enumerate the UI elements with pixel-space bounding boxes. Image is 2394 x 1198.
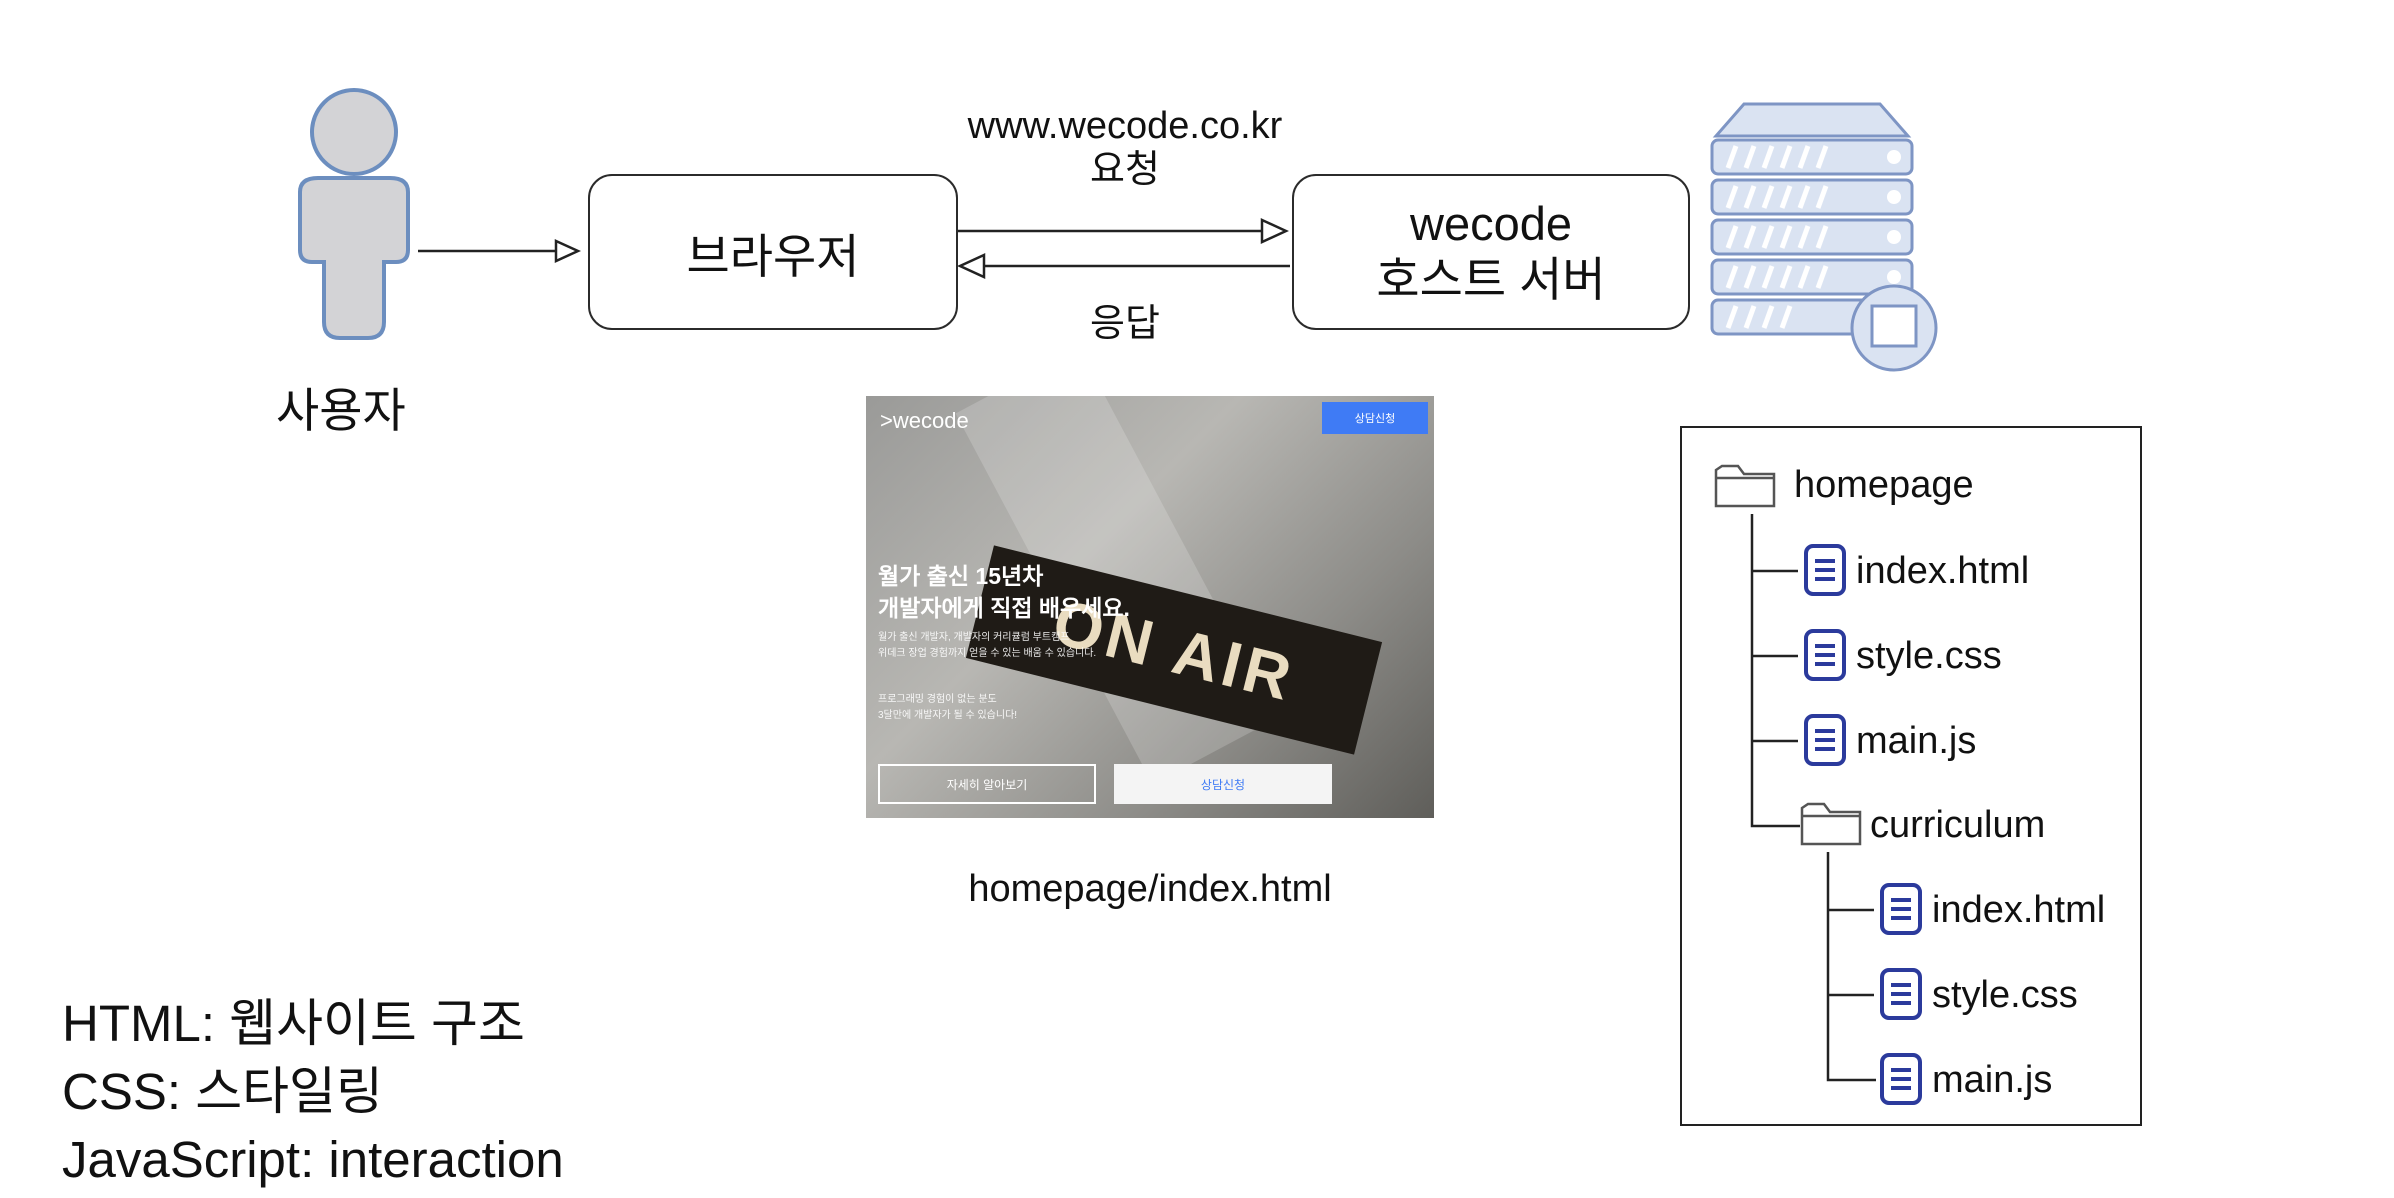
response-arrow	[956, 253, 1290, 279]
server-name: wecode	[1410, 197, 1572, 250]
file-icon	[1804, 544, 1846, 596]
browser-label: 브라우저	[686, 229, 860, 283]
file-icon	[1880, 1053, 1922, 1105]
server-icon	[1710, 102, 1938, 372]
file-icon	[1880, 968, 1922, 1020]
file-icon	[1880, 883, 1922, 935]
hero-headline-line1: 월가 출신 15년차	[878, 563, 1044, 589]
file-icon	[1804, 714, 1846, 766]
request-text: 요청	[1090, 149, 1160, 191]
server-node: wecode 호스트 서버	[1292, 174, 1690, 330]
tree-subfile[interactable]: index.html	[1932, 889, 2106, 931]
server-desc: 호스트 서버	[1376, 253, 1606, 306]
hero-body-line4: 3달만에 개발자가 될 수 있습니다!	[878, 710, 1018, 721]
screenshot-caption: homepage/index.html	[968, 868, 1332, 910]
request-url: www.wecode.co.kr	[967, 105, 1283, 147]
request-label: www.wecode.co.kr 요청	[958, 104, 1292, 192]
hero-body-line1: 월가 출신 개발자, 개발자의 커리큘럼 부트캠프	[878, 632, 1070, 643]
website-screenshot: ON AIR >wecode 상담신청 월가 출신 15년차 개발자에게 직접 …	[866, 396, 1434, 818]
request-arrow	[956, 218, 1290, 244]
legend-js: JavaScript: interaction	[62, 1131, 564, 1188]
file-icon	[1804, 629, 1846, 681]
consult-top-button[interactable]: 상담신청	[1322, 402, 1428, 434]
site-logo[interactable]: >wecode	[880, 408, 969, 433]
folder-icon	[1800, 802, 1862, 846]
hero-headline: 월가 출신 15년차 개발자에게 직접 배우세요.	[878, 560, 1130, 624]
tree-subfile[interactable]: style.css	[1932, 974, 2078, 1016]
legend: HTML: 웹사이트 구조 CSS: 스타일링 JavaScript: inte…	[62, 990, 564, 1194]
apply-button[interactable]: 상담신청	[1114, 764, 1332, 804]
legend-html: HTML: 웹사이트 구조	[62, 995, 525, 1052]
tree-subfile[interactable]: main.js	[1932, 1059, 2053, 1101]
tree-root-folder[interactable]: homepage	[1794, 464, 1974, 506]
hero-headline-line2: 개발자에게 직접 배우세요.	[878, 595, 1130, 621]
user-icon	[298, 88, 410, 340]
tree-file[interactable]: main.js	[1856, 720, 1977, 762]
tree-file[interactable]: style.css	[1856, 635, 2002, 677]
folder-icon	[1714, 464, 1776, 508]
legend-css: CSS: 스타일링	[62, 1063, 383, 1120]
user-to-browser-arrow	[418, 239, 582, 263]
hero-body-line3: 프로그래밍 경험이 없는 분도	[878, 694, 997, 705]
tree-subfolder[interactable]: curriculum	[1870, 804, 2046, 846]
learn-more-button[interactable]: 자세히 알아보기	[878, 764, 1096, 804]
browser-node: 브라우저	[588, 174, 958, 330]
response-label: 응답	[1090, 303, 1160, 345]
tree-connectors	[1750, 514, 1876, 1082]
file-tree	[1680, 426, 2142, 1126]
user-label: 사용자	[276, 384, 406, 437]
tree-file[interactable]: index.html	[1856, 550, 2030, 592]
hero-body-line2: 위데크 장업 경험까지 얻을 수 있는 배움 수 있습니다.	[878, 648, 1097, 659]
